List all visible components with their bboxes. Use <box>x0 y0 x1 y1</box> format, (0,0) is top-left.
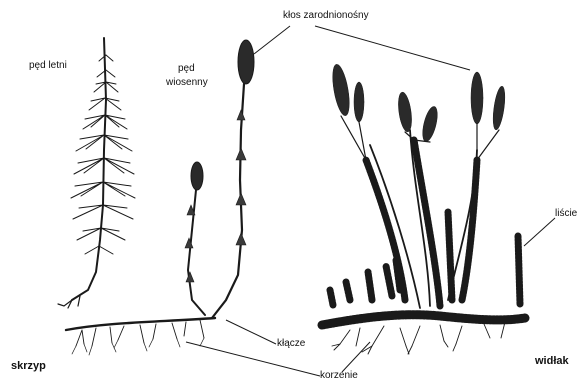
label-widlak: widłak <box>535 355 569 367</box>
horsetail-rhizome <box>66 318 215 355</box>
horsetail-summer-shoot <box>58 38 135 308</box>
label-klacze: kłącze <box>277 338 305 350</box>
label-ped-wiosenny-line1: pęd <box>178 63 195 75</box>
label-ped-letni: pęd letni <box>29 60 67 72</box>
clubmoss-plant <box>322 63 525 354</box>
label-skrzyp: skrzyp <box>11 360 46 372</box>
label-ped-wiosenny-line2: wiosenny <box>166 77 208 89</box>
label-liscie: liście <box>555 208 577 220</box>
label-korzenie: korzenie <box>320 370 358 382</box>
label-klos-zarodnionosny: kłos zarodnionośny <box>283 10 369 22</box>
